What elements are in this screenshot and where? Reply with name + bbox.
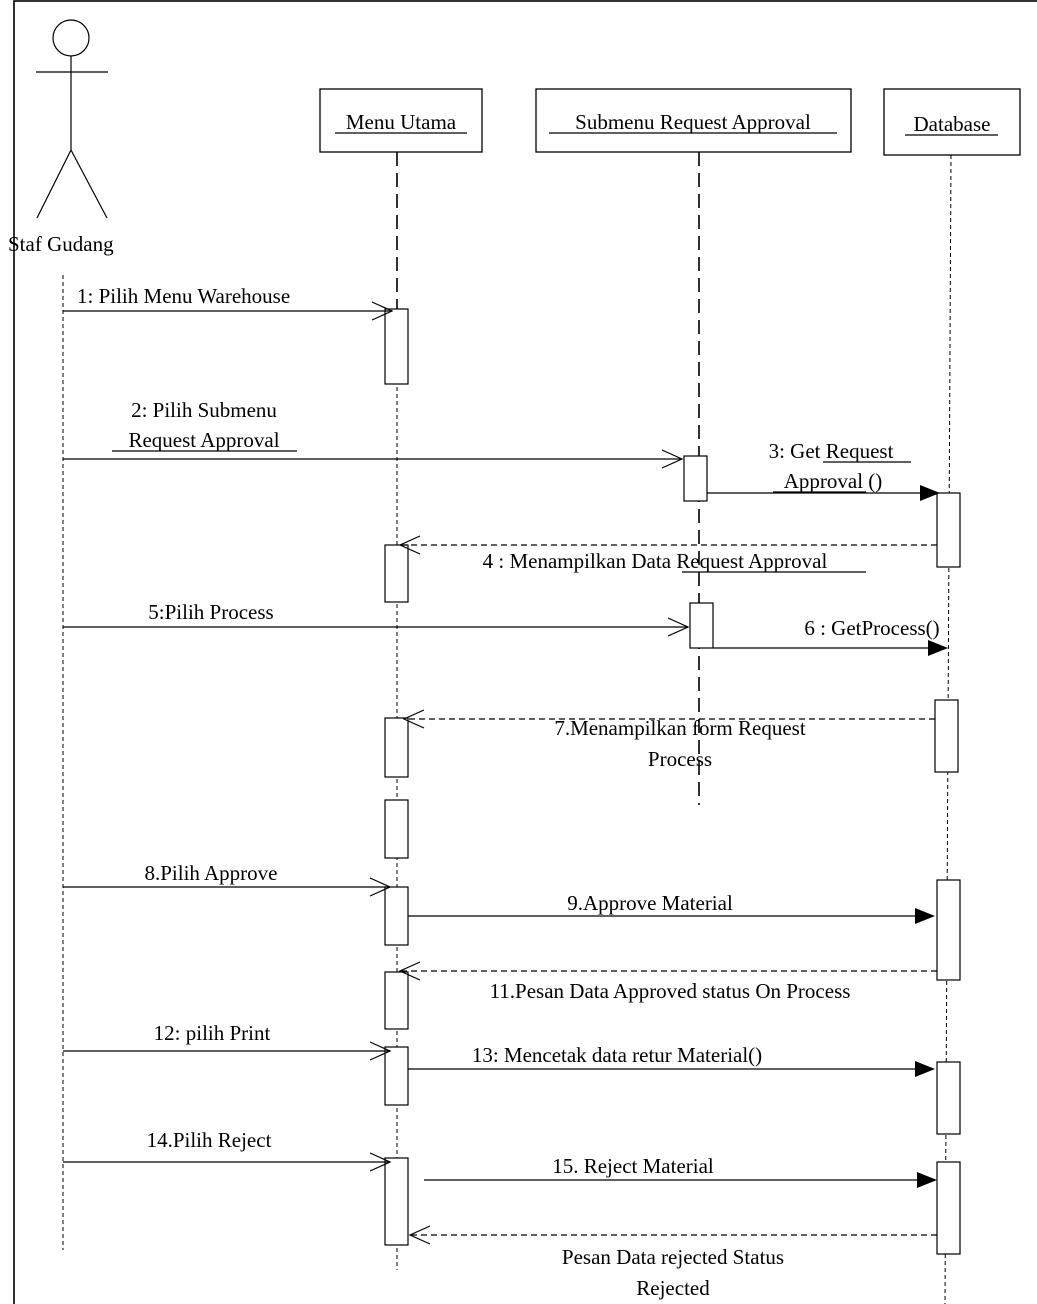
message-4-arrowhead [398,535,421,555]
activation-db-4 [936,1061,961,1135]
message-6: 6 : GetProcess() [713,616,948,656]
activation-db-1 [936,492,961,568]
message-5-label: 5:Pilih Process [148,600,273,624]
message-3-label-line-1: 3: Get Request [769,439,894,463]
lifeline-head-menu-utama: Menu Utama [319,88,483,153]
activation-menu-7 [384,1046,409,1106]
message-16-label-line-2: Rejected [636,1276,710,1300]
message-16-label-line-1: Pesan Data rejected Status [562,1245,784,1269]
message-2-label-line-1: 2: Pilih Submenu [131,398,277,422]
message-4-label: 4 : Menampilkan Data Request Approval [483,549,828,573]
message-12-arrowhead [369,1041,392,1061]
message-16-arrowhead [408,1225,431,1245]
activation-menu-8 [384,1157,409,1246]
message-13-arrowhead [915,1061,935,1077]
message-12-label: 12: pilih Print [154,1021,271,1045]
activation-db-3 [936,879,961,981]
message-4: 4 : Menampilkan Data Request Approval [398,535,937,573]
lifeline-submenu-box [535,88,852,153]
message-14-arrowhead [369,1152,392,1172]
message-3-arrowhead [920,485,940,501]
lifeline-head-database: Database [883,88,1021,156]
lifeline-submenu-label: Submenu Request Approval [575,110,811,134]
activation-menu-3 [384,717,409,778]
message-11-arrowhead [398,961,421,981]
message-15-label: 15. Reject Material [552,1154,714,1178]
message-7-arrowhead [402,709,425,729]
activation-submenu-2 [689,602,714,649]
message-1-label: 1: Pilih Menu Warehouse [77,284,290,308]
lifeline-database-label: Database [914,112,991,136]
lifeline-head-submenu: Submenu Request Approval [535,88,852,153]
activation-db-2 [934,699,959,773]
actor-staf-gudang: Staf Gudang [8,19,114,256]
lifeline-database-box [883,88,1021,156]
message-9-arrowhead [915,908,935,924]
message-6-label: 6 : GetProcess() [804,616,939,640]
message-6-arrowhead [928,640,948,656]
message-11-label: 11.Pesan Data Approved status On Process [490,979,851,1003]
message-14-label: 14.Pilih Reject [147,1128,272,1152]
message-2-arrowhead [661,449,684,469]
message-12: 12: pilih Print [63,1021,392,1061]
message-13-label: 13: Mencetak data retur Material() [472,1043,762,1067]
activation-menu-4 [384,799,409,859]
message-13: 13: Mencetak data retur Material() [408,1043,935,1077]
message-3-label-line-2: Approval () [784,469,883,493]
message-2: 2: Pilih Submenu Request Approval [63,398,684,469]
lifeline-menu-utama-box [319,88,483,153]
activation-menu-1 [384,308,409,385]
message-15-arrowhead [917,1172,937,1188]
message-11: 11.Pesan Data Approved status On Process [398,961,937,1003]
message-1-arrowhead [371,301,394,321]
message-8-label: 8.Pilih Approve [144,861,277,885]
actor-left-leg-line [36,149,72,219]
message-7-label-line-1: 7.Menampilkan form Request [554,716,806,740]
actor-label: Staf Gudang [8,232,114,256]
message-9-label: 9.Approve Material [567,891,733,915]
actor-head-icon [52,19,90,57]
activation-db-5 [936,1161,961,1255]
message-16: Pesan Data rejected Status Rejected [408,1225,937,1300]
message-15: 15. Reject Material [424,1154,937,1188]
activation-menu-6 [384,971,409,1030]
activation-menu-2 [384,544,409,603]
message-5-arrowhead [667,617,690,637]
message-1: 1: Pilih Menu Warehouse [63,284,394,321]
message-8: 8.Pilih Approve [63,861,392,897]
message-2-label-line-2: Request Approval [128,428,279,452]
message-14: 14.Pilih Reject [63,1128,392,1172]
actor-right-leg-line [70,149,108,219]
message-7-label-line-2: Process [648,747,712,771]
message-7: 7.Menampilkan form Request Process [402,709,935,771]
message-9: 9.Approve Material [408,891,935,924]
activation-menu-5 [384,886,409,946]
activation-submenu-1 [683,455,708,502]
message-5: 5:Pilih Process [63,600,690,637]
message-8-arrowhead [369,877,392,897]
diagram-frame [13,0,1037,1304]
message-3: 3: Get Request Approval () [707,439,940,501]
lifeline-menu-utama-label: Menu Utama [346,110,457,134]
